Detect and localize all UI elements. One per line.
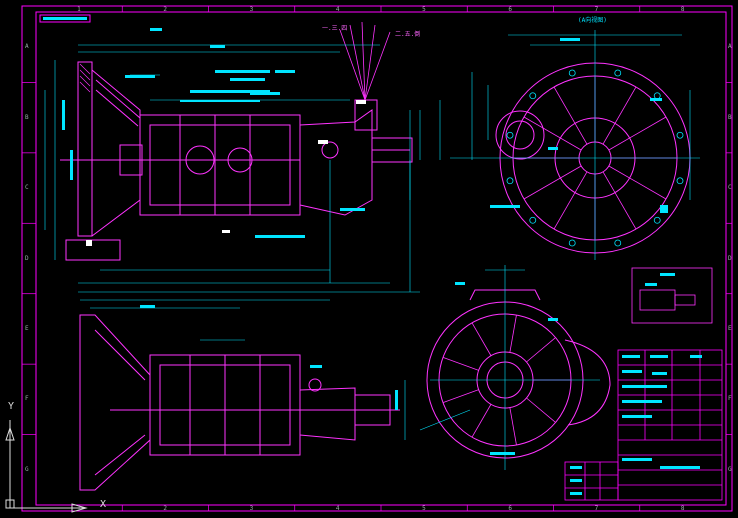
detail-view [631, 267, 713, 324]
title-block-text [570, 355, 702, 495]
detail-view-annotations [645, 273, 675, 286]
border-letter-left-B: B [25, 113, 29, 121]
title-stamp [39, 14, 91, 23]
rear-view-annotations [455, 282, 558, 455]
border-letter-left-A: A [25, 43, 29, 51]
border-number-top-8: 8 [680, 6, 685, 13]
border-letter-left-E: E [25, 324, 29, 332]
border-number-bottom-5: 5 [422, 505, 426, 512]
border-letter-right-C: C [728, 184, 732, 192]
top-view-annotations [140, 305, 398, 410]
border-number-top-5: 5 [422, 6, 426, 13]
border-letter-left-F: F [25, 395, 29, 403]
title-block [564, 349, 723, 501]
top-view-dimensions [80, 299, 406, 440]
border-number-bottom-2: 2 [163, 505, 167, 512]
border-number-bottom-6: 6 [508, 505, 512, 512]
side-view-annotations [62, 28, 365, 238]
hatch-bell-face [79, 63, 91, 93]
border-letter-left-G: G [25, 465, 29, 473]
border-number-bottom-4: 4 [335, 505, 340, 512]
shift-note-left: 一.三.四 [322, 25, 348, 32]
view-a-title: (A向视图) [578, 17, 607, 24]
border-number-top-3: 3 [249, 6, 254, 13]
border-letter-right-A: A [728, 43, 732, 51]
shift-note-right: 二.五.倒 [395, 31, 421, 38]
border-letter-right-B: B [728, 113, 732, 121]
front-view-annotations [490, 38, 668, 213]
border-letter-right-D: D [728, 254, 732, 262]
ucs-y-label: Y [8, 401, 15, 412]
border-number-top-6: 6 [508, 6, 512, 13]
border-number-top-7: 7 [594, 6, 599, 13]
shift-lever-lines [339, 21, 391, 101]
ucs-x-label: X [100, 499, 107, 510]
border-number-bottom-8: 8 [680, 505, 685, 512]
border-number-bottom-1: 1 [77, 505, 81, 512]
rear-view-ribs [442, 314, 571, 446]
border-number-top-1: 1 [77, 6, 81, 13]
border-letter-left-C: C [25, 184, 29, 192]
border-number-top-4: 4 [335, 6, 340, 13]
border-letter-right-F: F [728, 395, 732, 403]
border-letter-left-D: D [25, 254, 29, 262]
rear-view-dimensions [419, 265, 600, 470]
side-view-assembly [60, 61, 413, 261]
border-letter-right-G: G [728, 465, 732, 473]
border-letter-right-E: E [728, 324, 732, 332]
border-ticks [22, 6, 732, 511]
side-view-highlights [86, 100, 366, 246]
border-number-bottom-3: 3 [249, 505, 254, 512]
border-number-bottom-7: 7 [594, 505, 599, 512]
top-view-assembly [79, 314, 400, 491]
border-number-top-2: 2 [163, 6, 167, 13]
ucs-icon [5, 420, 88, 513]
front-view-dimensions [450, 30, 700, 260]
